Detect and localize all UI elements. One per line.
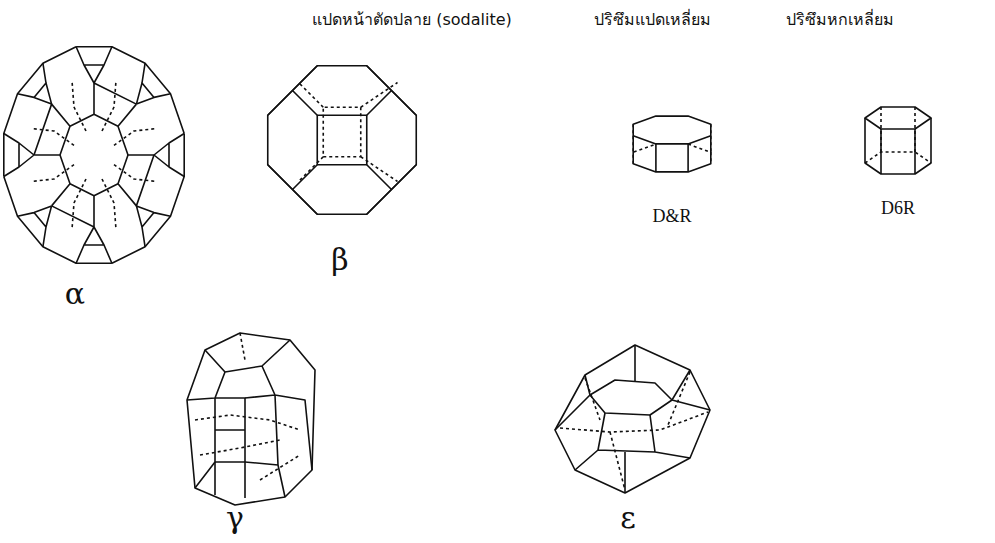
sodalite-cage xyxy=(268,66,417,215)
cage-symbol: γ xyxy=(226,500,244,536)
cage-code: D6R xyxy=(881,198,915,220)
double-6-ring xyxy=(865,107,931,174)
cage-code: D&R xyxy=(652,206,691,228)
alpha-cage xyxy=(4,47,184,263)
gamma-cage xyxy=(187,333,315,505)
cage-heading: ปริซึมแปดเหลี่ยม xyxy=(594,10,711,29)
cage-heading: แปดหน้าตัดปลาย (sodalite) xyxy=(312,10,512,29)
double-8-ring xyxy=(633,116,711,172)
cage-symbol: ε xyxy=(620,500,636,536)
cage-symbol: α xyxy=(65,276,85,312)
cage-heading: ปริซึมหกเหลี่ยม xyxy=(786,10,894,29)
epsilon-cage xyxy=(555,345,710,493)
cage-symbol: β xyxy=(331,242,348,278)
